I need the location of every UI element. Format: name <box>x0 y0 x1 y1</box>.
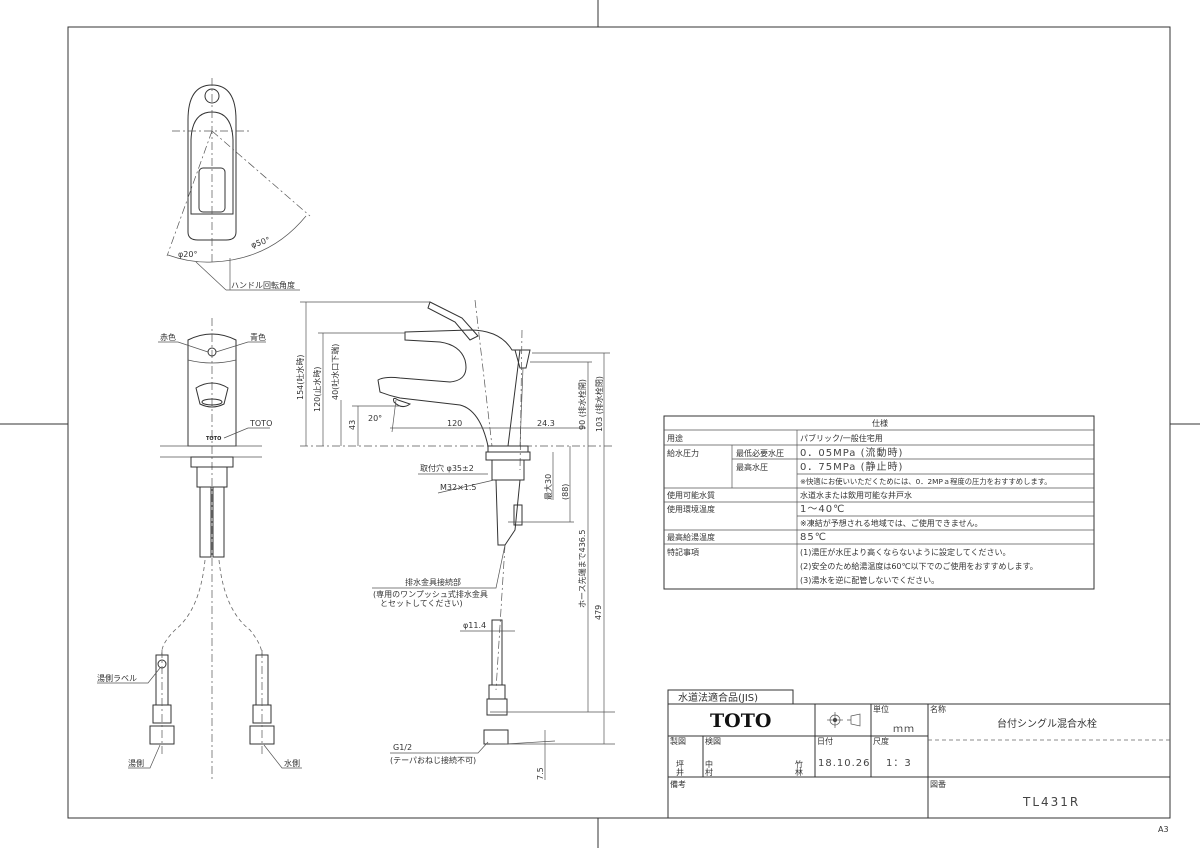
spec-value: (1)湯圧が水圧より高くならないように設定してください。 <box>800 547 1011 557</box>
drawn-by: 坪井 <box>676 760 685 777</box>
spec-note: ※凍結が予想される地域では、ご使用できません。 <box>800 518 982 528</box>
dim-43: 43 <box>348 420 357 430</box>
spec-table: 仕様 用途 パブリック/一般住宅用 給水圧力 最低必要水圧 0．05MPa (流… <box>663 415 1095 590</box>
spec-title: 仕様 <box>872 418 888 428</box>
g-thread-label: G1/2 <box>393 743 412 752</box>
spec-label: 用途 <box>667 433 683 443</box>
spec-value: 0．75MPa (静止時) <box>800 460 903 473</box>
hot-side-label: 湯側 <box>128 758 144 768</box>
product-name: 台付シングル混合水栓 <box>997 717 1097 730</box>
dim-103: 103 (排水栓閉) <box>594 376 604 432</box>
name-label: 名称 <box>930 704 946 714</box>
drawing-number: TL431R <box>1022 795 1080 809</box>
logo-label: TOTO <box>249 419 272 428</box>
red-label: 赤色 <box>160 332 176 342</box>
spec-note: ※快適にお使いいただくためには、0．2MPａ程度の圧力をおすすめします。 <box>800 477 1052 486</box>
checked-label: 検図 <box>705 736 721 746</box>
front-view: TOTO 赤色 青色 TOTO 湯側ラベル 湯側 水側 <box>97 318 302 780</box>
spec-value: 1～40℃ <box>800 504 845 515</box>
date-value: 18.10.26 <box>818 758 871 769</box>
angle-20: 20° <box>368 414 382 423</box>
cold-side-label: 水側 <box>284 758 300 768</box>
g-thread-note: (テーパおねじ接続不可) <box>390 755 476 765</box>
drain-connection-label: 排水金具接続部 <box>405 577 461 587</box>
drain-note-1: (専用のワンプッシュ式排水金具 <box>373 589 488 599</box>
remarks-label: 備考 <box>670 779 686 789</box>
spec-value: 85℃ <box>800 532 827 543</box>
dim-24-3: 24.3 <box>537 419 555 428</box>
dim-7-5: 7.5 <box>536 767 545 780</box>
dim-40: 40(吐水口下端) <box>330 344 340 400</box>
drawn-label: 製図 <box>670 736 686 746</box>
compliance-tab: 水道法適合品(JIS) <box>678 691 758 704</box>
max-30: 最大30 <box>543 474 553 500</box>
spec-value: 水道水または飲用可能な井戸水 <box>800 490 912 500</box>
sheet-size: A3 <box>1158 825 1169 834</box>
spec-sublabel: 最低必要水圧 <box>736 448 784 458</box>
dim-120: 120(止水時) <box>312 366 322 412</box>
drain-note-2: とセットしてください) <box>380 599 463 608</box>
hot-label-tag: 湯側ラベル <box>97 673 137 683</box>
unit-label: 単位 <box>873 704 889 714</box>
spec-label: 特記事項 <box>667 547 699 557</box>
dim-154: 154(吐水時) <box>295 354 305 400</box>
blue-label: 青色 <box>250 332 266 342</box>
hose-diameter: φ11.4 <box>463 621 486 630</box>
spec-sublabel: 最高水圧 <box>736 462 768 472</box>
dim-90: 90 (排水栓開) <box>577 379 587 430</box>
dim-88: (88) <box>561 484 570 500</box>
checked-by: 竹林 <box>795 759 804 777</box>
scale-value: 1：3 <box>886 758 912 769</box>
spec-label: 使用環境温度 <box>667 504 715 514</box>
dim-479: 479 <box>594 605 603 620</box>
spec-label: 使用可能水質 <box>667 490 715 500</box>
front-logo: TOTO <box>206 436 221 442</box>
brand-logo: TOTO <box>710 710 771 732</box>
spec-value: パブリック/一般住宅用 <box>800 433 883 443</box>
thread-label: M32×1.5 <box>440 483 477 492</box>
dim-120-horizontal: 120 <box>447 419 462 428</box>
projection-symbol-icon <box>827 712 861 728</box>
checked-by: 中村 <box>705 759 714 776</box>
top-view: φ20° φ50° ハンドル回転角度 <box>166 78 311 291</box>
side-view: 154(吐水時) 120(止水時) 40(吐水口下端) 43 20° 120 2… <box>295 299 615 780</box>
unit-value: ｍｍ <box>893 724 915 735</box>
hose-436-5: ホース先端まで436.5 <box>577 529 587 608</box>
drawing-no-label: 図番 <box>930 779 946 789</box>
spec-value: (2)安全のため給湯温度は60℃以下でのご使用をおすすめします。 <box>800 561 1038 571</box>
spec-label: 最高給湯温度 <box>667 532 715 542</box>
angle-left-label: φ20° <box>178 250 197 259</box>
title-block: 水道法適合品(JIS) TOTO 単位 ｍｍ 名称 台付シングル混合水栓 製図 … <box>667 689 1171 819</box>
handle-rotation-label: ハンドル回転角度 <box>231 280 295 290</box>
drawing-border <box>67 26 1171 819</box>
mount-hole-label: 取付穴 φ35±2 <box>420 463 474 473</box>
spec-label: 給水圧力 <box>667 448 699 458</box>
spec-value: (3)湯水を逆に配管しないでください。 <box>800 575 939 585</box>
date-label: 日付 <box>817 736 833 746</box>
spec-value: 0．05MPa (流動時) <box>800 446 903 459</box>
scale-label: 尺度 <box>873 736 889 746</box>
